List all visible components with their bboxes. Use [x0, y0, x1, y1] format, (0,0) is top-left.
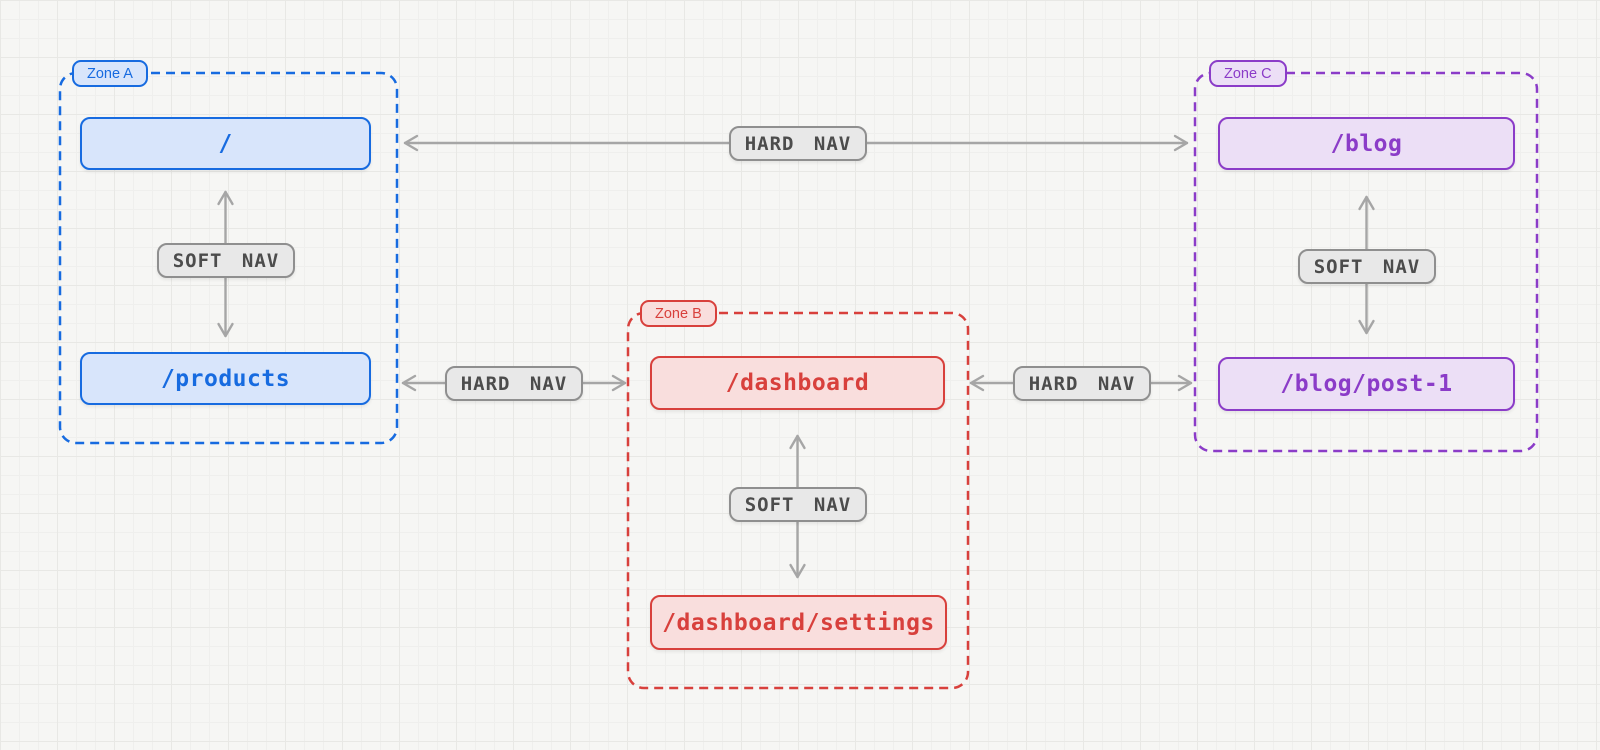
- zone-c-label: Zone C: [1209, 60, 1287, 87]
- zone-b-label: Zone B: [640, 300, 717, 327]
- hard-nav-label-left: HARD NAV: [445, 366, 583, 401]
- node-dashboard: /dashboard: [650, 356, 945, 410]
- soft-nav-label-zone-a: SOFT NAV: [157, 243, 295, 278]
- zone-a-boundary: [58, 71, 399, 445]
- node-dashboard-settings: /dashboard/settings: [650, 595, 947, 650]
- zone-c-boundary: [1193, 71, 1539, 453]
- node-blog: /blog: [1218, 117, 1515, 170]
- zone-a-label: Zone A: [72, 60, 148, 87]
- node-root: /: [80, 117, 371, 170]
- node-blog-post-1: /blog/post-1: [1218, 357, 1515, 411]
- soft-nav-label-zone-b: SOFT NAV: [729, 487, 867, 522]
- node-products: /products: [80, 352, 371, 405]
- hard-nav-label-right: HARD NAV: [1013, 366, 1151, 401]
- hard-nav-label-top: HARD NAV: [729, 126, 867, 161]
- zone-b-boundary: [626, 311, 970, 690]
- soft-nav-label-zone-c: SOFT NAV: [1298, 249, 1436, 284]
